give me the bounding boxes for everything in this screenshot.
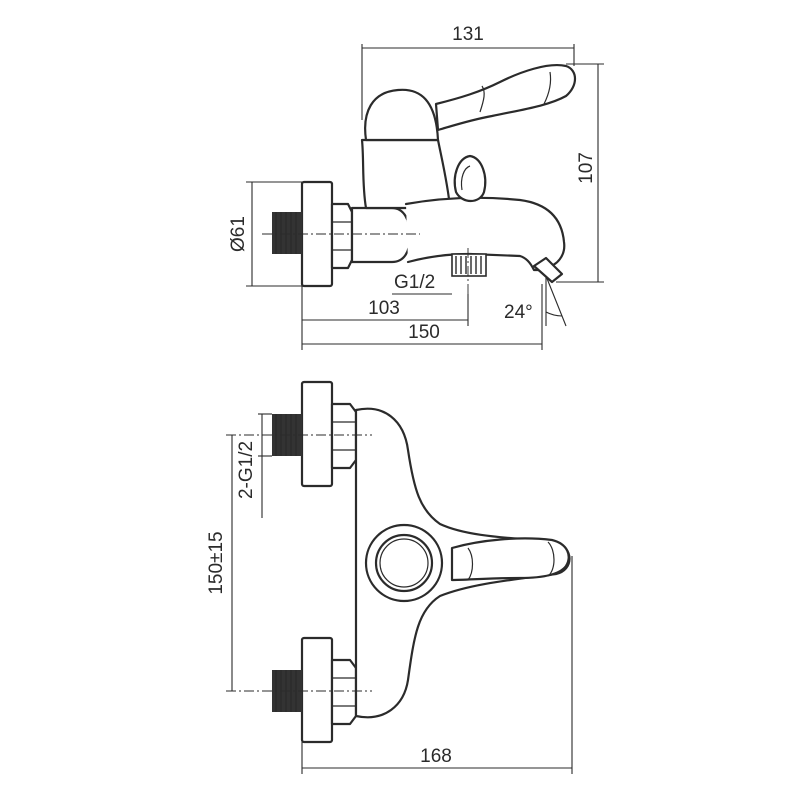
dim-label-flange-diameter: Ø61	[228, 216, 249, 252]
dim-center-distance: 150±15	[206, 435, 233, 691]
side-shower-thread	[451, 253, 487, 277]
dim-flange-diameter: Ø61	[228, 181, 302, 287]
side-view: 131 107 Ø61 G1/2 103	[228, 24, 604, 350]
dim-width-131: 131	[361, 24, 575, 120]
side-inlet-thread	[272, 212, 302, 254]
side-lever-handle	[434, 64, 577, 132]
top-view: 2-G1/2 150±15 168	[206, 380, 573, 774]
dim-inlet-thread: 2-G1/2	[236, 413, 272, 518]
dim-label-center-distance: 150±15	[206, 531, 227, 594]
dim-label-168: 168	[420, 746, 452, 767]
dim-label-angle: 24°	[504, 302, 533, 323]
label-spout-thread: G1/2	[394, 272, 435, 293]
top-lower-hex-nut	[330, 658, 358, 726]
dim-label-103: 103	[368, 298, 400, 319]
top-lever-handle	[450, 537, 570, 582]
top-upper-hex-nut	[330, 402, 358, 470]
dim-spout-distance-103: 103	[301, 286, 469, 350]
side-hex-nut	[330, 202, 354, 270]
top-cartridge-cap-inner	[374, 533, 434, 593]
dim-spout-angle: 24°	[504, 275, 567, 327]
dim-label-107: 107	[576, 152, 597, 184]
side-lever-cap	[364, 88, 440, 142]
dim-label-150-side: 150	[408, 322, 440, 343]
side-diverter-knob	[453, 154, 487, 203]
dim-label-131: 131	[452, 24, 484, 45]
top-upper-flange	[300, 380, 334, 488]
top-lower-flange	[300, 636, 334, 744]
side-body	[350, 206, 412, 264]
dim-label-inlet-thread: 2-G1/2	[236, 441, 257, 499]
dim-height-107: 107	[556, 63, 604, 283]
side-cartridge-body	[360, 138, 452, 210]
dim-overall-length-150: 150	[302, 284, 543, 350]
dim-overall-length-168: 168	[301, 556, 573, 774]
